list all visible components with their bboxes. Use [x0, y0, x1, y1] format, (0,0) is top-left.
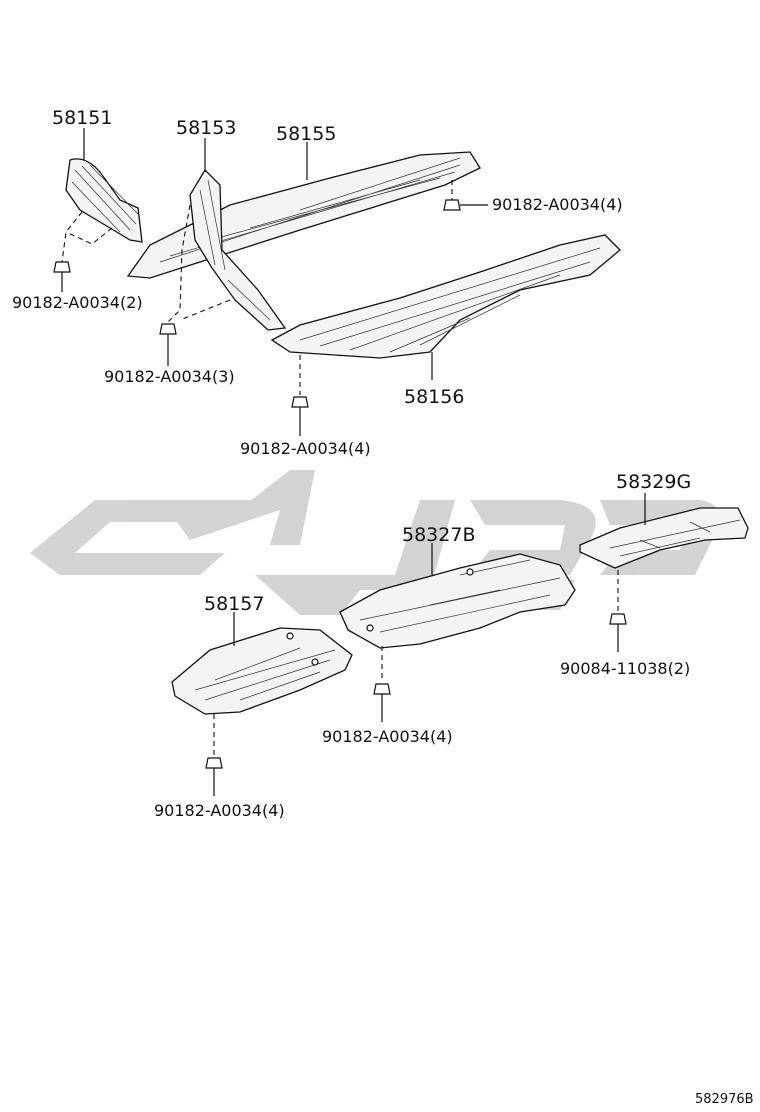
label-58151: 58151: [52, 107, 112, 129]
fastener-58327B[interactable]: [373, 683, 391, 695]
bolt-hole-icon: [366, 624, 374, 632]
dash-58153-a: [167, 204, 191, 323]
fastener-58155[interactable]: [443, 199, 461, 211]
fastener-58156[interactable]: [291, 396, 309, 408]
label-58329G: 58329G: [616, 471, 691, 493]
label-f-58329G: 90084-11038(2): [560, 659, 690, 678]
dash-58153-b: [179, 299, 231, 321]
label-58327B: 58327B: [402, 524, 475, 546]
dash-58151-b: [65, 227, 113, 245]
label-f-58156: 90182-A0034(4): [240, 439, 371, 458]
part-58327B[interactable]: [339, 553, 576, 649]
label-58156: 58156: [404, 386, 464, 408]
part-58329G[interactable]: [579, 507, 749, 569]
label-58157: 58157: [204, 593, 264, 615]
part-58155[interactable]: [126, 151, 481, 279]
label-58153: 58153: [176, 117, 236, 139]
diagram-reference-number: 582976B: [695, 1092, 754, 1107]
label-f-58153: 90182-A0034(3): [104, 367, 235, 386]
label-58155: 58155: [276, 123, 336, 145]
part-58156[interactable]: [270, 234, 621, 359]
bolt-hole-icon: [286, 632, 294, 640]
part-58157[interactable]: [171, 627, 353, 715]
part-58151[interactable]: [65, 158, 143, 243]
fastener-58153[interactable]: [159, 323, 177, 335]
fastener-58157[interactable]: [205, 757, 223, 769]
label-f-58157: 90182-A0034(4): [154, 801, 285, 820]
dash-58151-a: [61, 211, 83, 263]
bolt-hole-icon: [311, 658, 319, 666]
label-f-58151: 90182-A0034(2): [12, 293, 143, 312]
fastener-58151[interactable]: [53, 261, 71, 273]
label-f-58327B: 90182-A0034(4): [322, 727, 453, 746]
bolt-hole-icon: [466, 568, 474, 576]
fastener-58329G[interactable]: [609, 613, 627, 625]
part-58153[interactable]: [189, 168, 287, 331]
label-f-58155: 90182-A0034(4): [492, 195, 623, 214]
